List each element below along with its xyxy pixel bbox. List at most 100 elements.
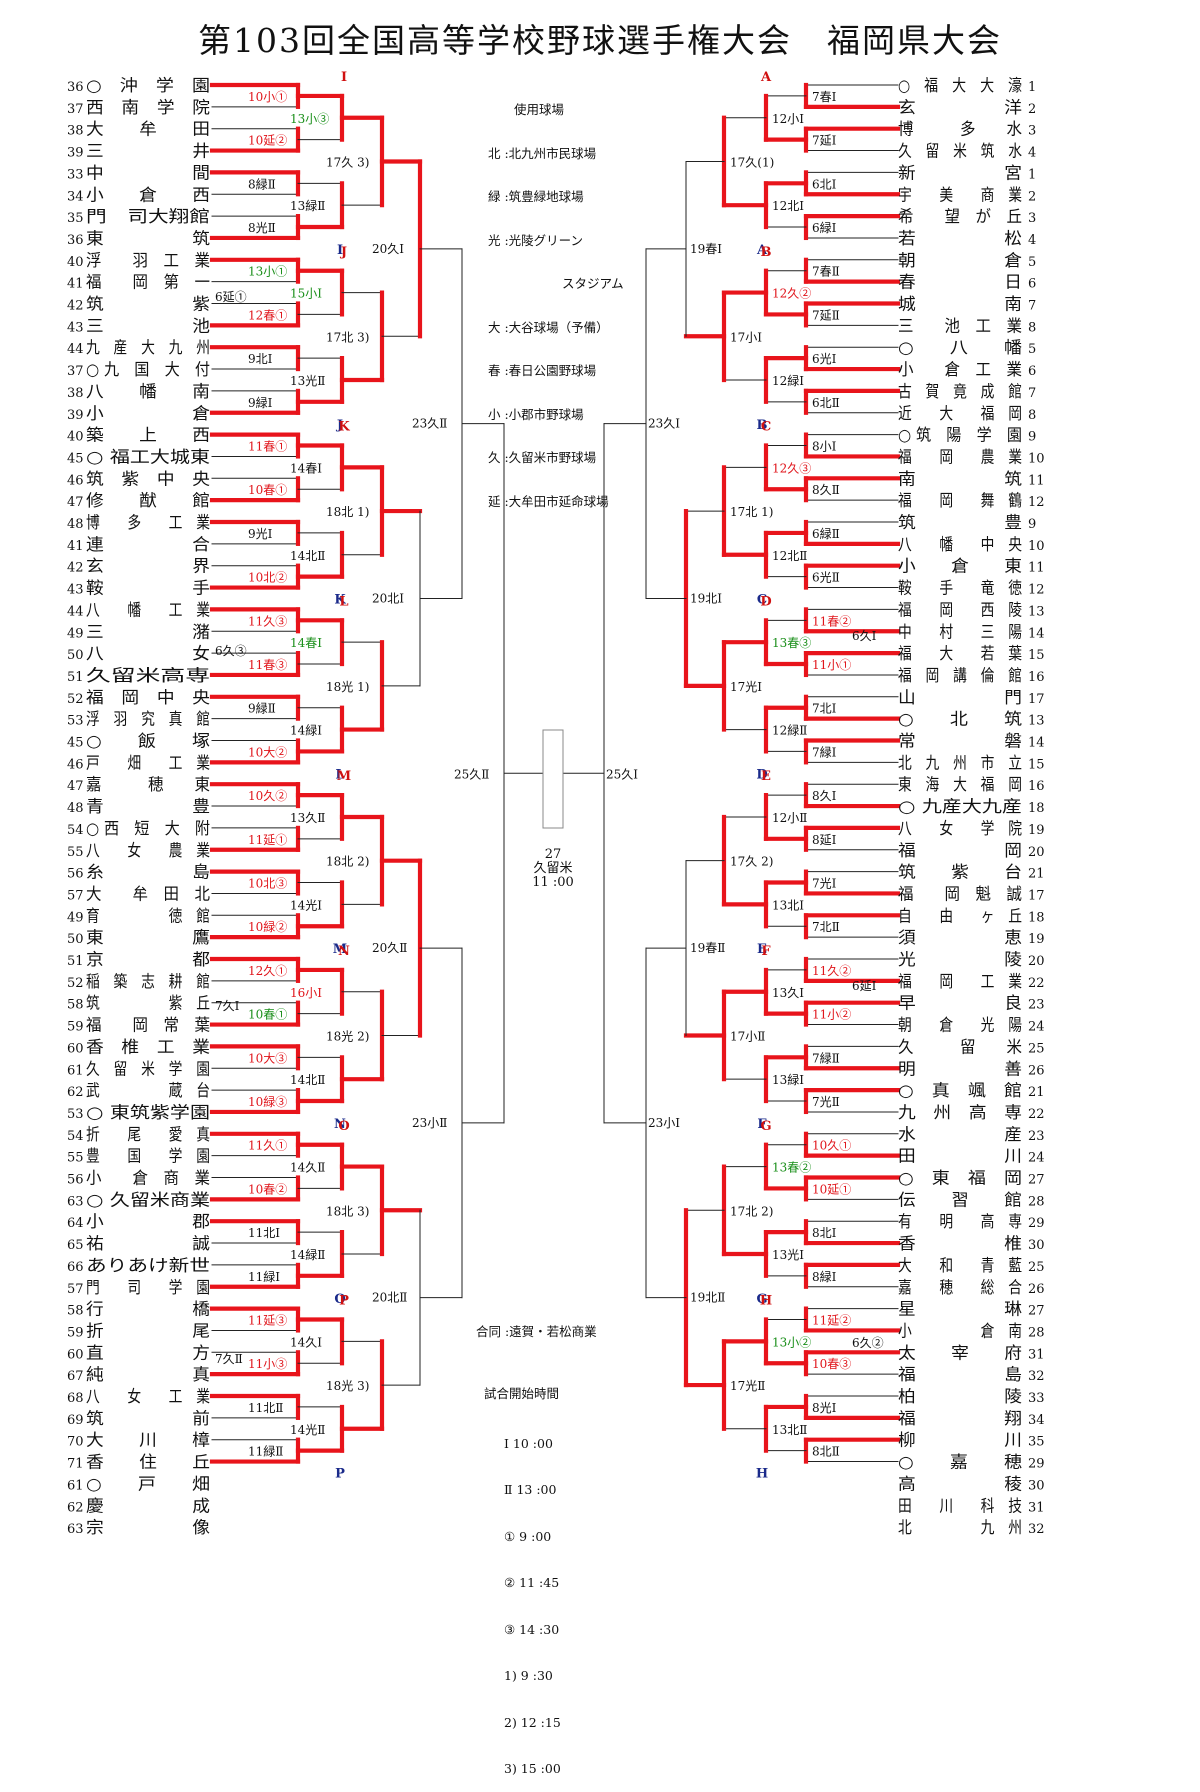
team-name: 福 岡 第 一 — [86, 273, 210, 292]
team-name: 春 日 — [898, 273, 1022, 292]
final-info: 27 久留米 11 :00 — [520, 848, 586, 890]
team-name: 糸 島 — [86, 863, 210, 882]
team-name: 若 松 — [898, 229, 1022, 248]
venue-line: 小 :小郡市野球場 — [488, 406, 584, 422]
group-letter-bottom: P — [335, 1467, 345, 1482]
match-label: 11小③ — [248, 1357, 287, 1371]
team-name: 近 大 福 岡 — [898, 404, 1022, 423]
match-label: 9光Ⅰ — [248, 527, 273, 541]
group-letter-bottom: E — [757, 942, 767, 957]
match-label: 18北 2) — [326, 855, 369, 869]
team-number: 50 — [67, 648, 84, 663]
match-label: 11延② — [812, 1314, 851, 1328]
team-number: 39 — [67, 146, 84, 161]
match-label: 7延Ⅰ — [812, 134, 837, 148]
team-number: 71 — [67, 1457, 84, 1472]
team-number: 4 — [1028, 146, 1036, 161]
time-line: 3) 15 :00 — [504, 1761, 561, 1776]
match-label: 13小① — [248, 265, 287, 279]
team-number: 42 — [67, 299, 84, 314]
team-number: 16 — [1028, 779, 1045, 794]
team-number: 12 — [1028, 495, 1045, 510]
match-label: 7光Ⅱ — [812, 1095, 840, 1109]
team-number: 10 — [1028, 539, 1045, 554]
team-number: 62 — [67, 1500, 84, 1515]
team-name: 朝 倉 — [898, 251, 1022, 270]
match-label: 20久Ⅰ — [372, 242, 404, 256]
match-label: 6緑Ⅰ — [812, 220, 837, 235]
match-label: 10緑② — [248, 919, 287, 934]
team-number: 38 — [67, 386, 84, 401]
team-number: 3 — [1028, 124, 1036, 139]
match-label: 23小Ⅰ — [648, 1116, 680, 1130]
match-label: 7緑Ⅰ — [812, 744, 837, 759]
team-number: 1 — [1028, 167, 1036, 182]
team-name: 筑 紫 — [86, 295, 210, 314]
team-name: 青 豊 — [86, 797, 210, 816]
team-number: 21 — [1028, 1085, 1045, 1100]
team-name: ○ 飯 塚 — [86, 732, 210, 751]
team-number: 5 — [1028, 342, 1036, 357]
team-name: 直 方 — [86, 1343, 210, 1362]
group-letter-bottom: A — [756, 243, 768, 258]
team-number: 52 — [67, 976, 84, 991]
team-name: ○ 嘉 穂 — [898, 1453, 1023, 1472]
match-label: 10北② — [248, 571, 287, 585]
team-number: 57 — [67, 1282, 84, 1297]
match-label: 17小Ⅱ — [730, 1029, 765, 1043]
time-line: 2) 12 :15 — [504, 1714, 561, 1730]
match-label: 11春① — [248, 440, 287, 454]
match-label: 10久② — [248, 789, 287, 803]
match-label: 10北③ — [248, 877, 287, 891]
group-letter-top: N — [338, 944, 350, 959]
team-name: 福 岡 舞 鶴 — [898, 491, 1022, 510]
team-number: 22 — [1028, 1107, 1045, 1122]
team-name: 早 良 — [898, 994, 1022, 1013]
team-number: 13 — [1028, 604, 1045, 619]
team-number: 14 — [1028, 736, 1045, 751]
time-line: ② 11 :45 — [504, 1575, 560, 1590]
match-label: 17光Ⅱ — [730, 1379, 765, 1393]
team-number: 55 — [67, 845, 84, 860]
match-label: 17北 2) — [730, 1204, 773, 1218]
match-label: 11北Ⅰ — [248, 1226, 280, 1240]
team-name: 豊 国 学 園 — [86, 1147, 210, 1166]
team-name: 八 幡 中 央 — [898, 535, 1022, 554]
team-number: 35 — [1028, 1435, 1045, 1450]
team-number: 24 — [1028, 1020, 1045, 1035]
team-name: ○ 福工大城東 — [86, 447, 210, 466]
match-label: 19春Ⅱ — [690, 941, 725, 955]
group-letter-bottom: F — [757, 1117, 767, 1132]
team-number: 9 — [1028, 430, 1036, 445]
team-number: 53 — [67, 714, 84, 729]
team-number: 59 — [67, 1325, 84, 1340]
team-number: 20 — [1028, 954, 1045, 969]
team-name: 中 村 三 陽 — [898, 622, 1022, 641]
team-name: 純 真 — [86, 1365, 210, 1384]
match-label: 17小Ⅰ — [730, 330, 762, 344]
team-number: 61 — [67, 1063, 84, 1078]
match-label: 10小① — [248, 90, 287, 104]
team-name: 田 川 科 技 — [898, 1496, 1022, 1515]
team-number: 67 — [67, 1369, 84, 1384]
group-letter-top: J — [340, 245, 347, 260]
group-letter-bottom: C — [757, 593, 767, 608]
match-label: 17光Ⅰ — [730, 680, 762, 694]
team-number: 4 — [1028, 233, 1036, 248]
match-label: 8北Ⅱ — [812, 1445, 840, 1459]
team-name: 有 明 高 専 — [898, 1212, 1022, 1231]
team-name: 宇 美 商 業 — [898, 185, 1022, 204]
team-number: 1 — [1028, 80, 1036, 95]
team-number: 63 — [67, 1194, 84, 1209]
match-label: 13緑Ⅱ — [290, 198, 325, 213]
match-label: 25久Ⅱ — [454, 767, 489, 781]
team-name: 祐 誠 — [86, 1234, 210, 1253]
match-label: 17久 3) — [326, 155, 369, 169]
team-number: 36 — [67, 80, 84, 95]
team-number: 32 — [1028, 1522, 1045, 1537]
team-number: 32 — [1028, 1369, 1045, 1384]
team-number: 11 — [1028, 473, 1045, 488]
team-name: 太 宰 府 — [898, 1343, 1022, 1362]
venue-line: 緑 :筑豊緑地球場 — [488, 189, 584, 204]
match-label: 11久① — [248, 1139, 287, 1153]
